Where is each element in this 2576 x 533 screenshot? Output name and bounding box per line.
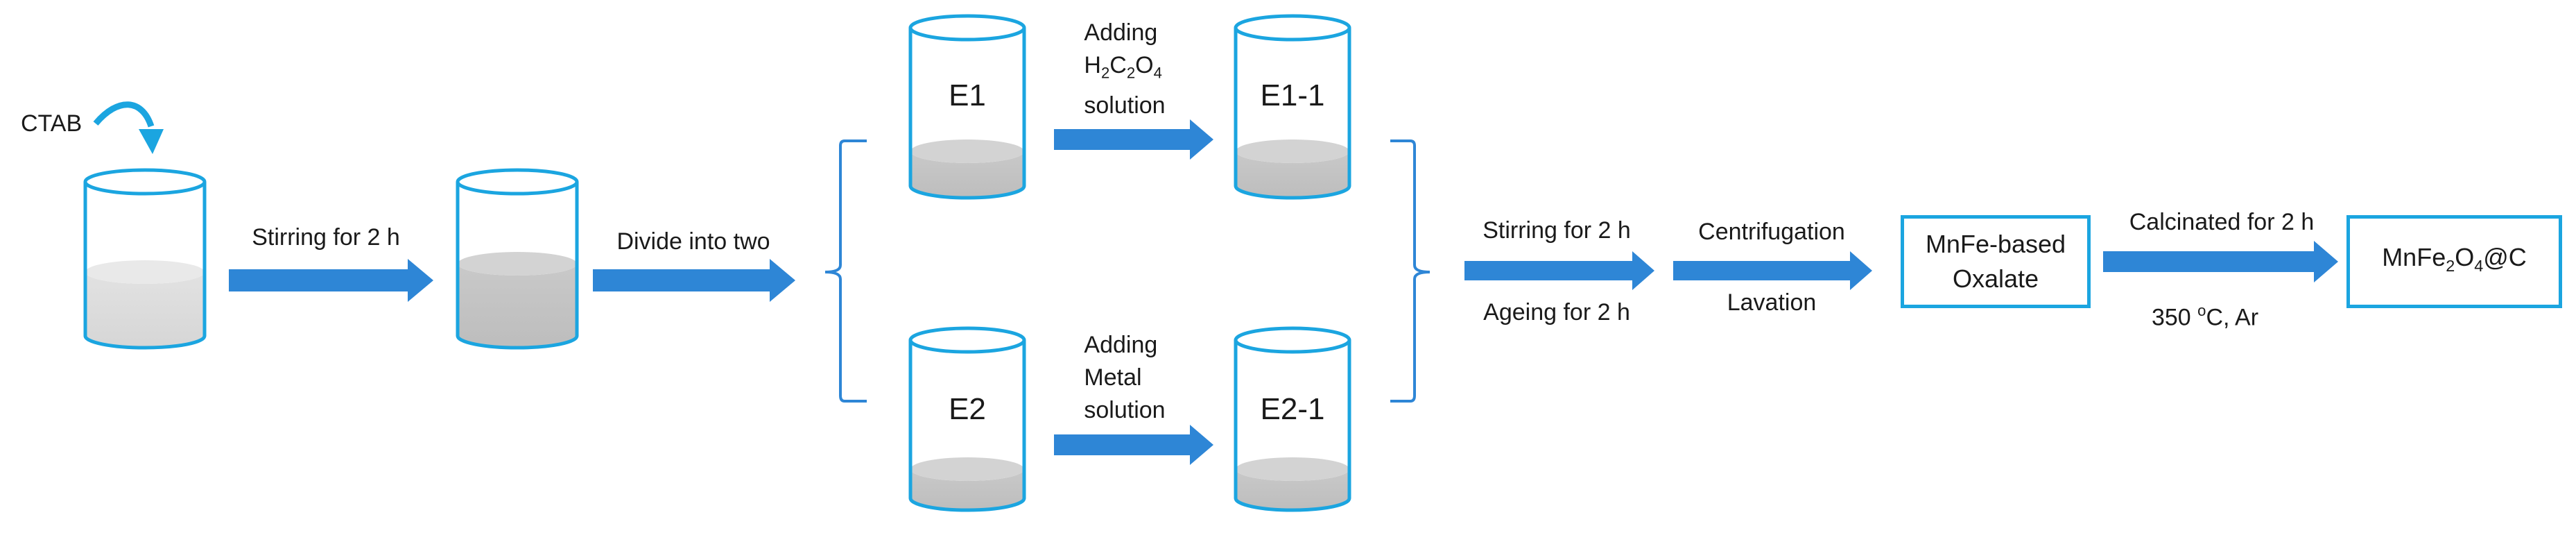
adding-metal-line2: Metal xyxy=(1084,364,1142,391)
ctab-label: CTAB xyxy=(21,110,83,137)
adding-metal-line1: Adding xyxy=(1084,332,1158,358)
oxalic-acid-formula: H2C2O4 xyxy=(1084,52,1162,82)
adding-oxalic-line1: Adding xyxy=(1084,19,1158,46)
right-brace xyxy=(1390,139,1430,403)
lavation-label: Lavation xyxy=(1727,289,1817,316)
adding-oxalic-label: Adding H2C2O4 solution xyxy=(1084,17,1165,122)
oxalate-box-line2: Oxalate xyxy=(1952,264,2039,293)
beaker-e2-1-label: E2-1 xyxy=(1260,392,1325,426)
stirring-label: Stirring for 2 h xyxy=(252,224,400,251)
arrow-centrifugation xyxy=(1673,251,1872,290)
arrow-stirring xyxy=(229,259,433,302)
arrow-divide xyxy=(593,259,795,302)
arrow-calcination xyxy=(2103,241,2338,282)
product-box: MnFe2O4@C xyxy=(2346,215,2562,308)
oxalate-box: MnFe-based Oxalate xyxy=(1901,215,2091,308)
arrow-adding-oxalic xyxy=(1054,119,1213,160)
adding-oxalic-line3: solution xyxy=(1084,92,1166,119)
beaker-stirred xyxy=(456,168,579,350)
centrifugation-label: Centrifugation xyxy=(1698,219,1845,245)
adding-metal-line3: solution xyxy=(1084,397,1166,423)
arrow-stirring-ageing xyxy=(1464,251,1654,290)
degree-superscript: o xyxy=(2197,302,2206,319)
product-formula: MnFe2O4@C xyxy=(2382,242,2527,276)
beaker-ctab xyxy=(83,168,207,350)
beaker-e2 xyxy=(908,326,1026,512)
calcinated-label: Calcinated for 2 h xyxy=(2129,209,2315,235)
divide-label: Divide into two xyxy=(616,228,770,255)
arrow-adding-metal xyxy=(1054,425,1213,465)
left-brace xyxy=(824,139,867,403)
beaker-e1-1 xyxy=(1234,14,1351,200)
adding-metal-label: Adding Metal solution xyxy=(1084,329,1165,427)
beaker-e2-1 xyxy=(1234,326,1351,512)
ageing-label: Ageing for 2 h xyxy=(1483,299,1630,325)
ctab-curved-arrow xyxy=(93,101,164,154)
beaker-e1 xyxy=(908,14,1026,200)
beaker-e1-1-label: E1-1 xyxy=(1260,78,1325,112)
beaker-e1-label: E1 xyxy=(949,78,986,112)
stirring2-label: Stirring for 2 h xyxy=(1483,217,1631,244)
oxalate-box-line1: MnFe-based xyxy=(1925,230,2066,258)
conditions-label: 350 oC, Ar xyxy=(2151,302,2259,331)
beaker-e2-label: E2 xyxy=(949,392,986,426)
